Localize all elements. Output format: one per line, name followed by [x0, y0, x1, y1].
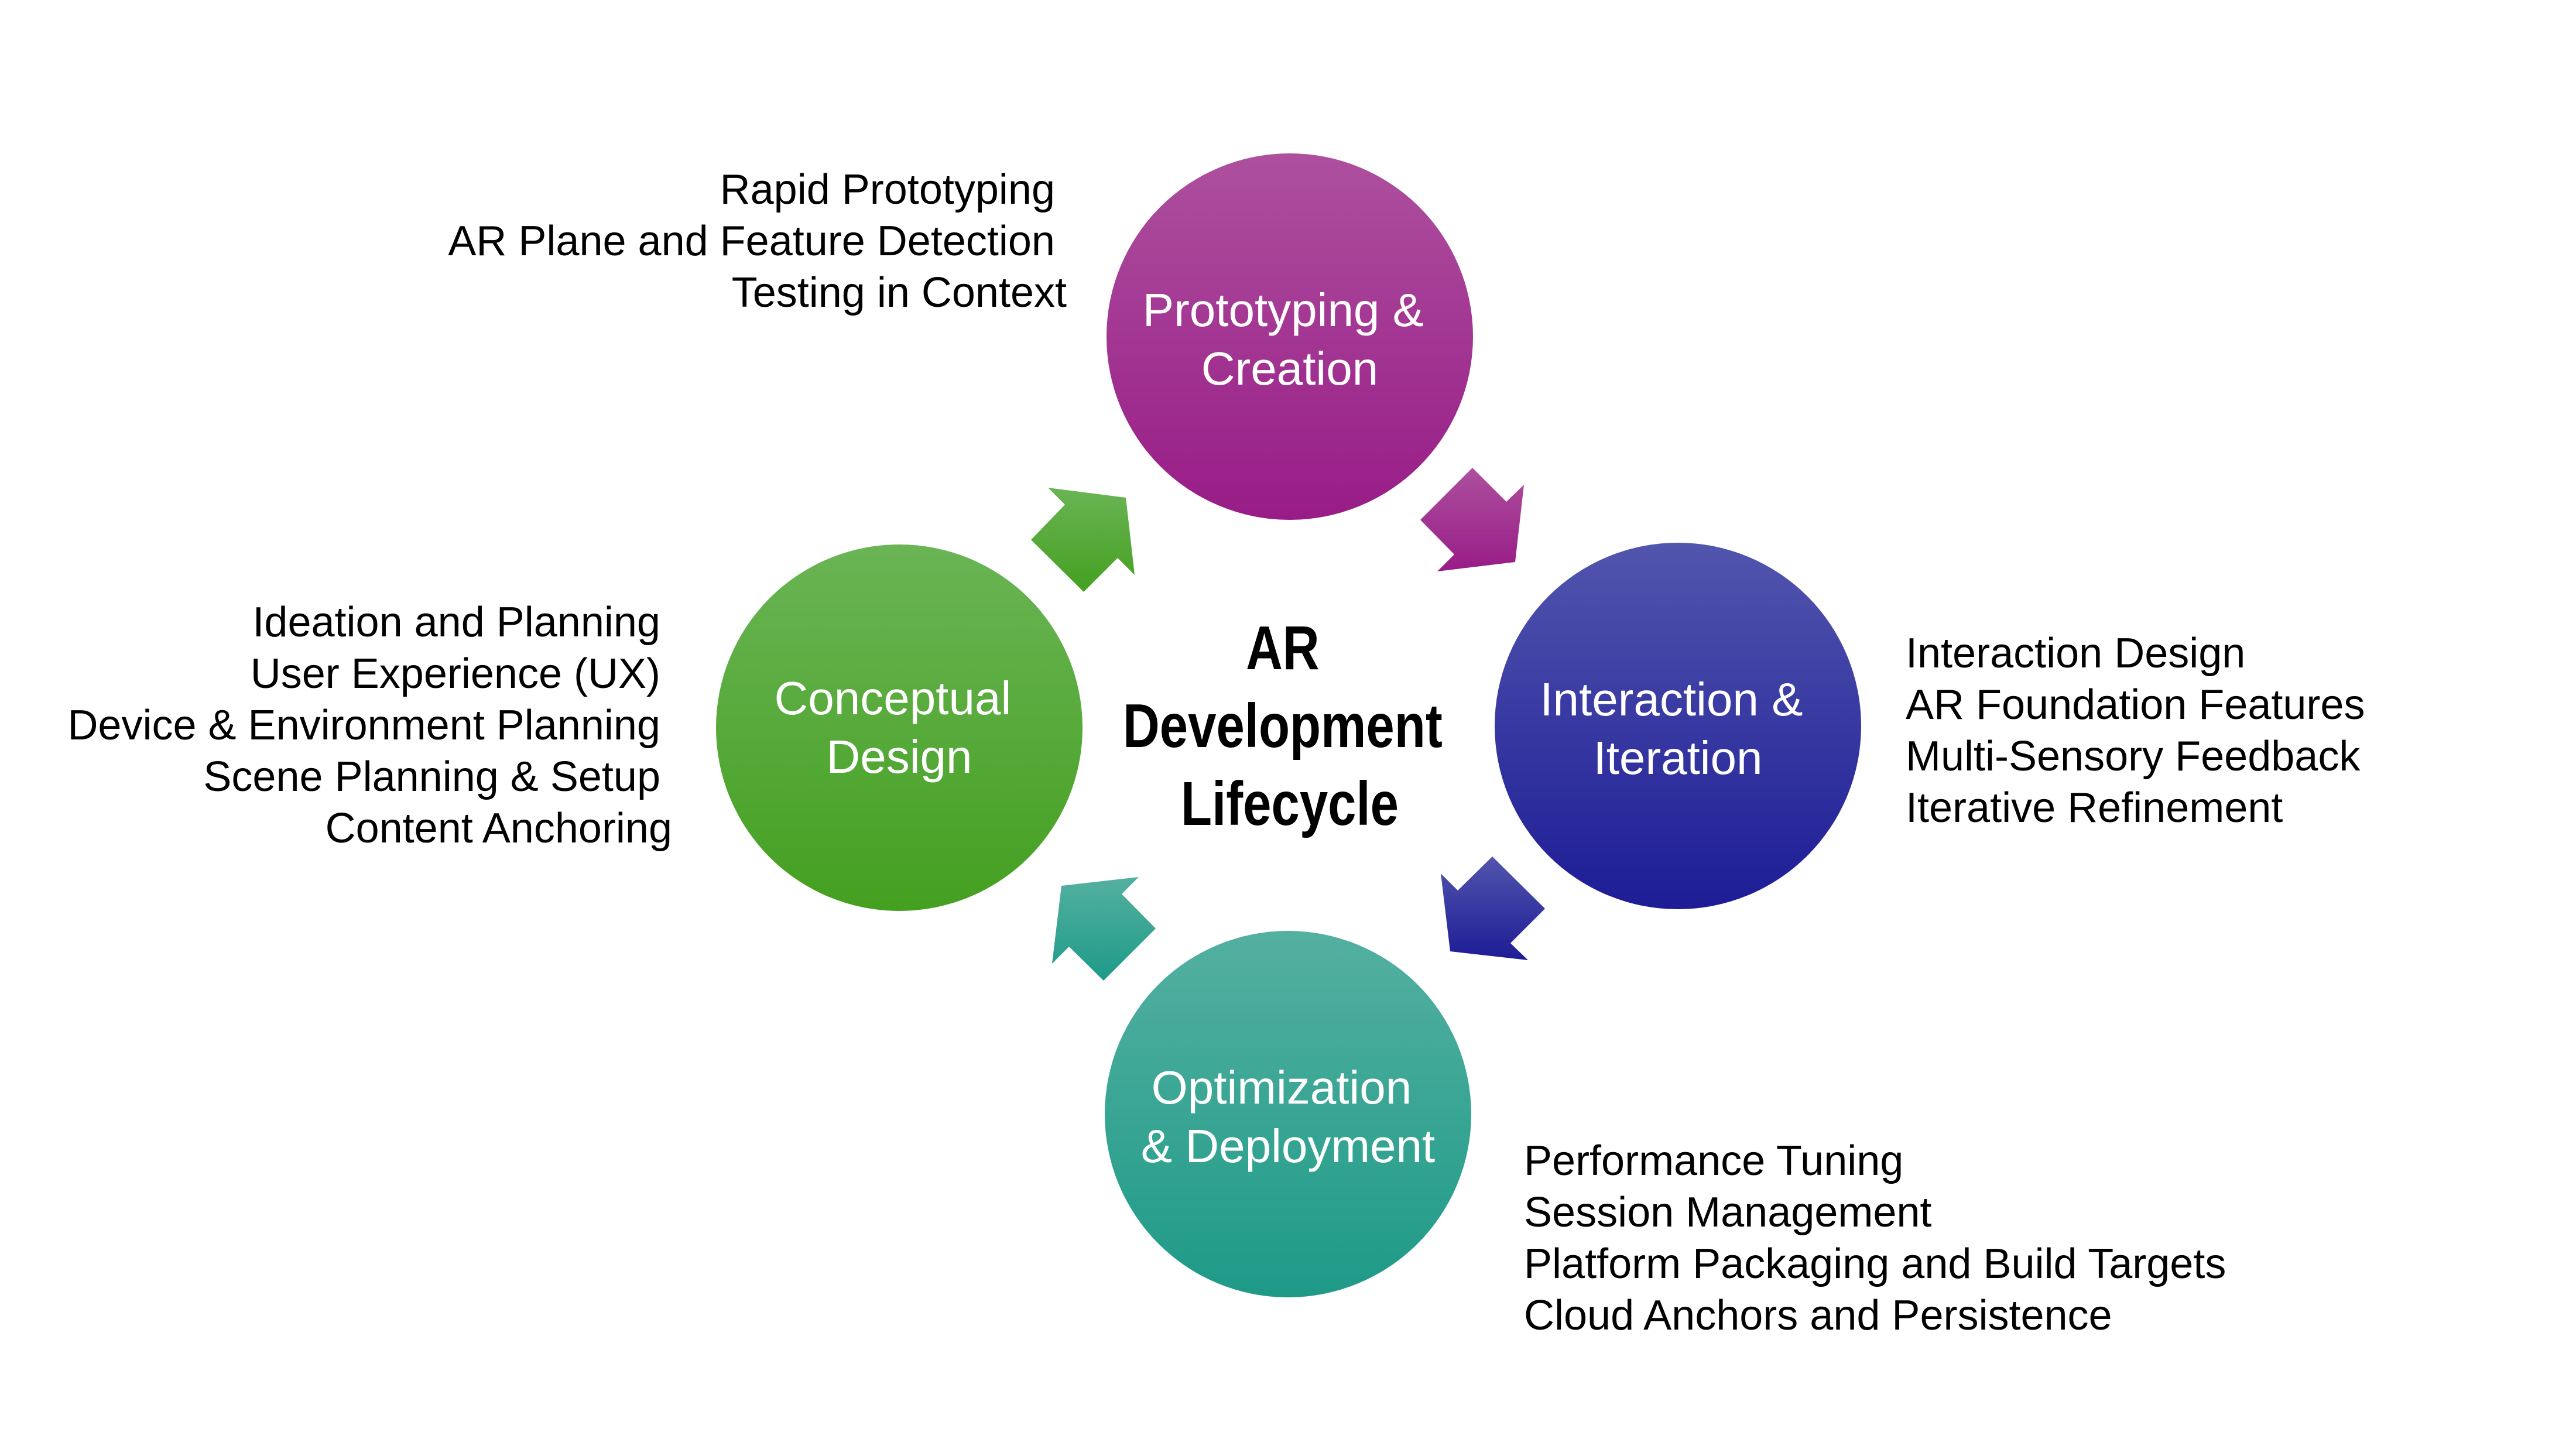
stage-label-optimization: Optimization & Deployment — [1141, 1061, 1435, 1172]
list-item: AR Foundation Features — [1906, 681, 2365, 728]
stage-interaction: Interaction & Iteration Interaction Desi… — [1495, 543, 2376, 909]
stage-label-interaction: Interaction & Iteration — [1540, 673, 1815, 784]
list-item: Scene Planning & Setup — [203, 753, 660, 800]
stage-items-optimization: Performance Tuning Session Management Pl… — [1524, 1138, 2238, 1339]
arrow-down-left-icon — [1441, 857, 1545, 960]
list-item: Testing in Context — [732, 269, 1067, 316]
stage-prototyping: Prototyping & Creation Rapid Prototyping… — [448, 153, 1473, 520]
arrow-conceptual-to-prototyping — [1031, 488, 1135, 592]
stage-label-prototyping: Prototyping & Creation — [1143, 284, 1437, 395]
arrow-prototyping-to-interaction — [1420, 468, 1524, 571]
list-item: Multi-Sensory Feedback — [1906, 733, 2361, 780]
list-item: Platform Packaging and Build Targets — [1524, 1241, 2226, 1287]
stage-circle-conceptual — [716, 544, 1083, 911]
stage-items-prototyping: Rapid Prototyping AR Plane and Feature D… — [448, 166, 1067, 316]
arrow-down-right-icon — [1420, 468, 1524, 571]
list-item: Rapid Prototyping — [720, 166, 1055, 213]
list-item: Interaction Design — [1906, 630, 2245, 677]
arrow-interaction-to-optimization — [1441, 857, 1545, 960]
stage-items-interaction: Interaction Design AR Foundation Feature… — [1906, 630, 2376, 831]
stage-circle-optimization — [1105, 931, 1471, 1297]
stage-items-conceptual: Ideation and Planning User Experience (U… — [67, 599, 672, 852]
list-item: Content Anchoring — [326, 805, 672, 852]
arrow-optimization-to-conceptual — [1052, 877, 1156, 981]
stage-circle-interaction — [1495, 543, 1861, 909]
list-item: AR Plane and Feature Detection — [448, 218, 1055, 265]
diagram-title: AR Development Lifecycle — [1123, 613, 1457, 838]
list-item: Iterative Refinement — [1906, 785, 2283, 831]
arrow-up-right-icon — [1031, 488, 1135, 592]
stage-circle-prototyping — [1107, 153, 1473, 520]
list-item: Cloud Anchors and Persistence — [1524, 1292, 2112, 1339]
stage-conceptual: Conceptual Design Ideation and Planning … — [67, 544, 1083, 911]
list-item: Performance Tuning — [1524, 1138, 1903, 1184]
list-item: User Experience (UX) — [251, 650, 660, 697]
list-item: Ideation and Planning — [252, 599, 660, 646]
stage-label-conceptual: Conceptual Design — [775, 672, 1025, 783]
list-item: Session Management — [1524, 1189, 1931, 1236]
list-item: Device & Environment Planning — [67, 702, 660, 749]
stage-optimization: Optimization & Deployment Performance Tu… — [1105, 931, 2238, 1339]
arrow-up-left-icon — [1052, 877, 1156, 981]
